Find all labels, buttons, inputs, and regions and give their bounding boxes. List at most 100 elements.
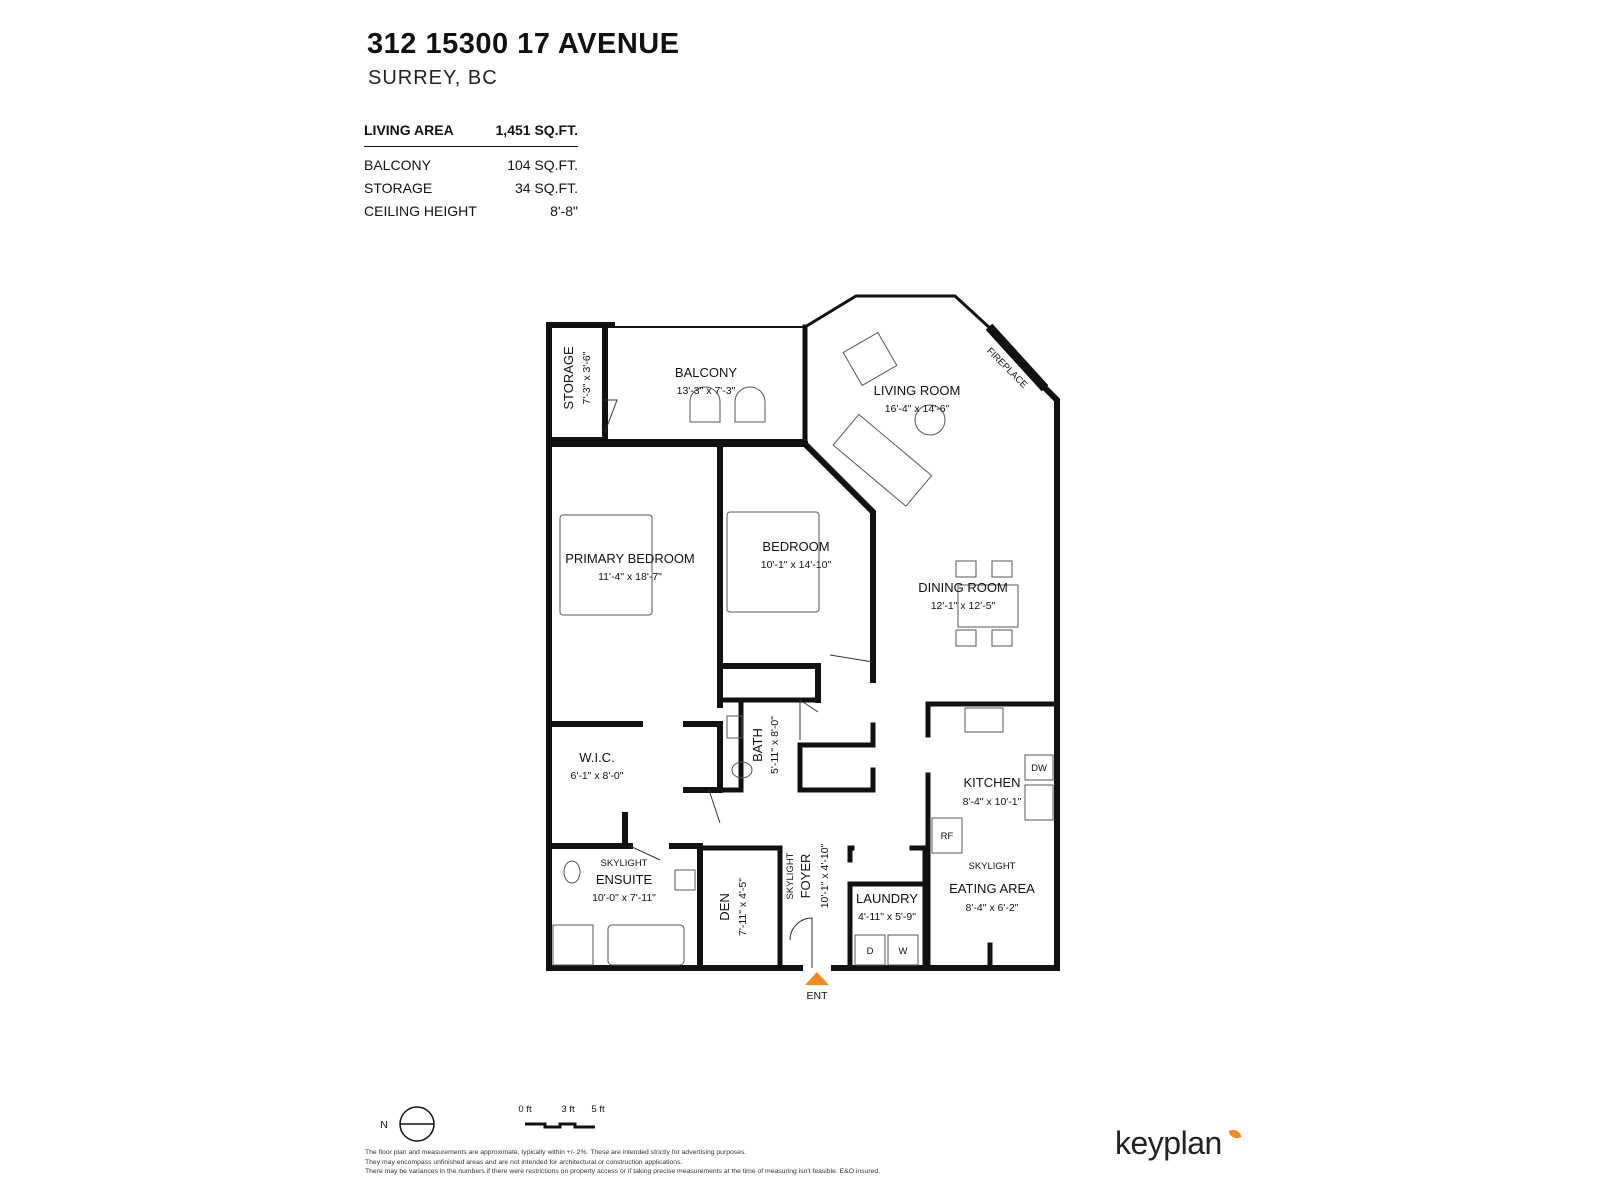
scale-three-label: 3 ft: [561, 1104, 575, 1115]
bathtub: [607, 924, 685, 966]
storage-door: [604, 399, 618, 433]
scale-five-label: 5 ft: [591, 1104, 605, 1115]
balcony-dim: 13'-3" x 7'-3": [677, 385, 736, 397]
bath-toilet: [731, 761, 753, 779]
balcony-chair: [689, 386, 721, 423]
ensuite-sink: [674, 869, 696, 891]
area-row-value: 34 SQ.FT.: [514, 179, 578, 196]
laundry-label: LAUNDRY: [856, 891, 918, 906]
property-address: 312 15300 17 AVENUE: [367, 28, 680, 60]
bedroom-diagonal-wall: [800, 439, 876, 683]
laundry-closet-wall: [909, 845, 928, 887]
area-row-balcony: BALCONY 104 SQ.FT.: [364, 153, 578, 176]
balcony-label: BALCONY: [675, 365, 737, 380]
disclaimer-line: The floor plan and measurements are appr…: [365, 1149, 747, 1156]
dining-chair: [991, 560, 1013, 578]
balcony-rail: [611, 326, 806, 441]
bath-east-wall: [797, 722, 876, 748]
dining-chair: [955, 629, 977, 647]
balcony-chair: [734, 386, 766, 423]
property-city: SURREY, BC: [368, 67, 498, 89]
area-row-label: STORAGE: [364, 179, 433, 196]
washer: [887, 934, 919, 966]
kitchen-dim: 8'-4" x 10'-1": [963, 796, 1022, 808]
living-area-label: LIVING AREA: [364, 122, 454, 138]
wic-closet-wall: [683, 721, 723, 793]
area-summary-table: LIVING AREA 1,451 SQ.FT. BALCONY 104 SQ.…: [364, 120, 578, 222]
bedroom-label: BEDROOM: [762, 539, 829, 554]
primary-bed: [559, 514, 653, 616]
wic-dim: 6'-1" x 8'-0": [571, 770, 624, 782]
bath-dim: 5'-11" x 8'-0": [769, 716, 781, 774]
compass-north-label: N: [380, 1119, 388, 1131]
living-room-dim: 16'-4" x 14'-6": [885, 403, 950, 415]
eating-skylight-label: SKYLIGHT: [969, 861, 1016, 872]
ensuite-east-wall: [669, 843, 703, 971]
living-area-value: 1,451 SQ.FT.: [495, 122, 578, 138]
door-swings: [604, 399, 874, 968]
storage-dim: 7'-3" x 3'-6": [581, 351, 593, 404]
dryer-label: D: [867, 946, 874, 957]
primary-bedroom-dim: 11'-4" x 18'-7": [598, 571, 662, 583]
den-dim: 7'-11" x 4'-5": [737, 878, 749, 936]
wic-label: W.I.C.: [579, 750, 614, 765]
refrigerator: [931, 817, 963, 854]
living-room-label: LIVING ROOM: [874, 383, 961, 398]
dryer: [854, 934, 886, 966]
bedroom-dim: 10'-1" x 14'-10": [761, 559, 832, 571]
laundry-stub: [847, 845, 855, 863]
sofa: [832, 413, 933, 507]
primary-bedroom-label: PRIMARY BEDROOM: [565, 551, 695, 566]
bath-west-wall: [717, 697, 744, 793]
dining-room-label: DINING ROOM: [918, 580, 1008, 595]
den-label: DEN: [717, 893, 732, 920]
bedroom-closet-wall: [717, 663, 821, 703]
eating-area-label: EATING AREA: [949, 881, 1035, 896]
ensuite-label: ENSUITE: [596, 872, 653, 887]
eating-area-dim: 8'-4" x 6'-2": [966, 902, 1019, 914]
bath-label: BATH: [750, 728, 765, 762]
living-area-row: LIVING AREA 1,451 SQ.FT.: [364, 120, 578, 147]
outer-wall-east: [831, 380, 1060, 971]
ensuite-toilet: [563, 860, 581, 884]
disclaimer: The floor plan and measurements are appr…: [365, 1148, 1065, 1177]
scale-bar: [525, 1122, 595, 1129]
shower-wall: [797, 742, 876, 793]
ensuite-shower: [552, 924, 594, 966]
laundry-dim: 4'-11" x 5'-9": [858, 911, 916, 923]
ensuite-door: [629, 845, 661, 861]
hall-door: [708, 789, 721, 824]
dining-chair: [991, 629, 1013, 647]
storage-label: STORAGE: [561, 346, 576, 410]
disclaimer-line: They may encompass unfinished areas and …: [365, 1158, 683, 1166]
ensuite-dim: 10'-0" x 7'-11": [592, 892, 656, 904]
area-row-label: CEILING HEIGHT: [364, 202, 477, 219]
foyer-skylight-label: SKYLIGHT: [785, 852, 796, 899]
entrance-arrow-icon: [805, 972, 829, 985]
scale-zero-label: 0 ft: [518, 1104, 532, 1115]
ensuite-skylight-label: SKYLIGHT: [601, 858, 648, 869]
foyer-dim: 10'-1" x 4'-10": [819, 843, 831, 908]
living-bay-window: [802, 294, 995, 333]
entrance-label: ENT: [807, 990, 829, 1002]
dining-chair: [955, 560, 977, 578]
area-row-ceiling: CEILING HEIGHT 8'-8": [364, 199, 578, 222]
washer-label: W: [899, 946, 908, 957]
armchair: [842, 331, 898, 387]
den-wall: [697, 845, 783, 971]
coffee-table: [914, 404, 946, 436]
dining-table: [957, 584, 1019, 628]
dining-room-dim: 12'-1" x 12'-5": [931, 600, 996, 612]
fireplace-wall: [985, 323, 1049, 392]
bedroom-door: [829, 654, 874, 663]
furniture: [552, 331, 1054, 966]
outer-wall-west: [546, 322, 615, 971]
area-row-label: BALCONY: [364, 156, 431, 173]
area-row-value: 104 SQ.FT.: [507, 156, 578, 173]
kitchen-label: KITCHEN: [963, 775, 1020, 790]
entry-door: [789, 917, 813, 968]
refrigerator-label: RF: [941, 831, 954, 842]
kitchen-north-wall: [925, 701, 1060, 738]
walls: [546, 294, 1060, 971]
